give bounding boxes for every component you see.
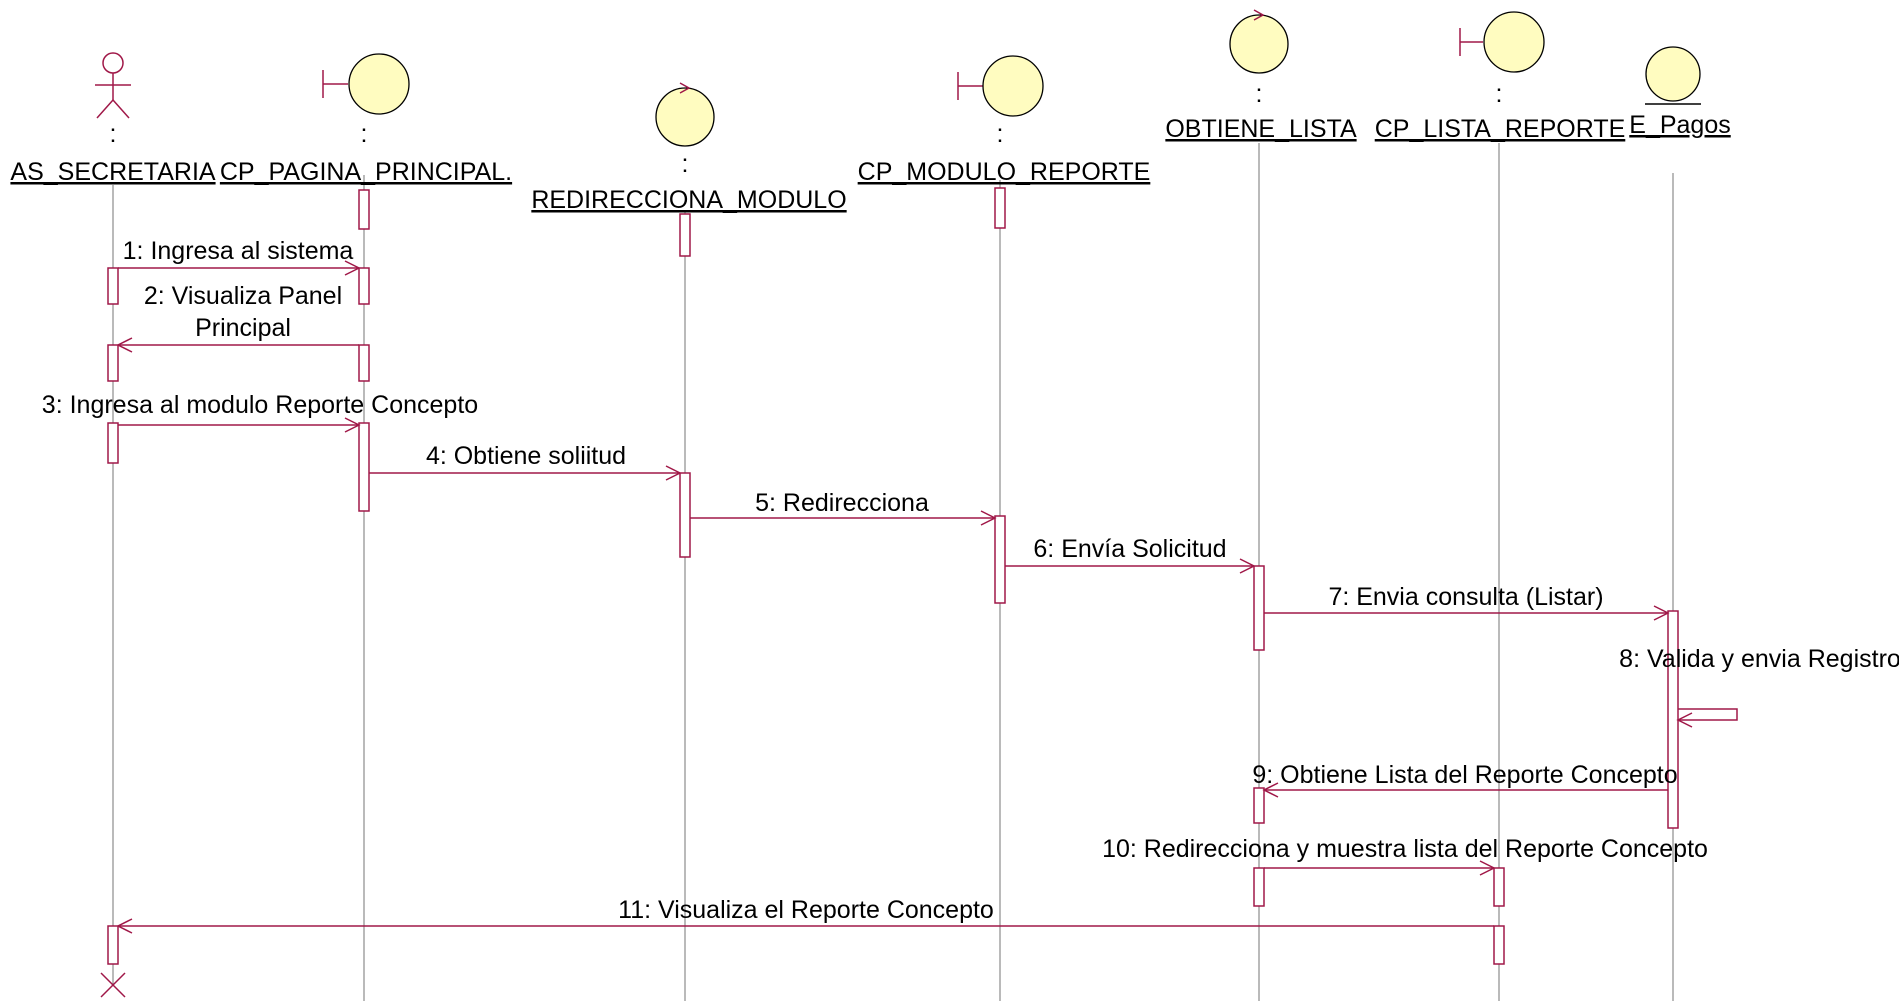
activation-bar bbox=[107, 344, 119, 382]
participant-colon: : bbox=[1496, 80, 1503, 108]
participant-colon: : bbox=[110, 120, 117, 148]
activation-bar bbox=[358, 267, 370, 305]
activation-bar bbox=[994, 187, 1006, 229]
boundary-icon bbox=[1459, 11, 1545, 73]
participant-pagos[interactable]: E_Pagos bbox=[1629, 46, 1731, 139]
destroy-x-icon bbox=[100, 972, 126, 998]
participant-name: CP_PAGINA_PRINCIPAL. bbox=[220, 158, 512, 186]
activation-bar bbox=[107, 267, 119, 305]
participant-name: CP_LISTA_REPORTE bbox=[1375, 115, 1626, 143]
participant-secretaria[interactable]: : AS_SECRETARIA bbox=[10, 52, 216, 186]
message-label: 11: Visualiza el Reporte Concepto bbox=[618, 896, 994, 924]
message-7[interactable]: 7: Envia consulta (Listar) bbox=[1264, 583, 1670, 621]
participant-lista[interactable]: : CP_LISTA_REPORTE bbox=[1375, 11, 1626, 143]
participant-pagina[interactable]: : CP_PAGINA_PRINCIPAL. bbox=[220, 53, 512, 186]
control-icon bbox=[655, 82, 715, 147]
message-label: 10: Redirecciona y muestra lista del Rep… bbox=[1102, 835, 1708, 863]
activation-bar bbox=[1253, 787, 1265, 824]
participant-name: OBTIENE_LISTA bbox=[1165, 115, 1357, 143]
participant-name: REDIRECCIONA_MODULO bbox=[531, 186, 846, 214]
message-5[interactable]: 5: Redirecciona bbox=[690, 489, 997, 526]
participant-redirecciona[interactable]: : REDIRECCIONA_MODULO bbox=[531, 82, 847, 214]
message-label: 7: Envia consulta (Listar) bbox=[1328, 583, 1603, 611]
participant-colon: : bbox=[682, 150, 689, 178]
participant-colon: : bbox=[1256, 80, 1263, 108]
activation-bar bbox=[107, 925, 119, 965]
message-label: 8: Valida y envia Registro bbox=[1619, 645, 1899, 673]
message-1[interactable]: 1: Ingresa al sistema bbox=[118, 237, 361, 276]
message-label-line: Principal bbox=[195, 314, 291, 342]
message-11[interactable]: 11: Visualiza el Reporte Concepto bbox=[116, 896, 1494, 934]
message-8[interactable]: 8: Valida y envia Registro bbox=[1619, 645, 1899, 728]
participant-modulo[interactable]: : CP_MODULO_REPORTE bbox=[858, 55, 1151, 186]
activation-bar bbox=[679, 213, 691, 257]
actor-stick-figure-icon bbox=[95, 52, 131, 119]
participant-name: AS_SECRETARIA bbox=[10, 158, 215, 186]
message-label: 9: Obtiene Lista del Reporte Concepto bbox=[1252, 761, 1677, 789]
participant-obtiene[interactable]: : OBTIENE_LISTA bbox=[1165, 9, 1357, 143]
message-9[interactable]: 9: Obtiene Lista del Reporte Concepto bbox=[1252, 761, 1678, 798]
activation-bar bbox=[679, 472, 691, 558]
activation-bar bbox=[1667, 610, 1679, 829]
message-label: 5: Redirecciona bbox=[755, 489, 929, 517]
message-label: 3: Ingresa al modulo Reporte Concepto bbox=[42, 391, 478, 419]
activation-bar bbox=[1253, 565, 1265, 651]
message-10[interactable]: 10: Redirecciona y muestra lista del Rep… bbox=[1102, 835, 1708, 876]
participant-name: CP_MODULO_REPORTE bbox=[858, 158, 1151, 186]
activation-bar bbox=[994, 515, 1006, 604]
entity-icon bbox=[1645, 46, 1701, 105]
boundary-icon bbox=[957, 55, 1044, 117]
activation-bar bbox=[1493, 925, 1505, 965]
message-4[interactable]: 4: Obtiene soliitud bbox=[369, 442, 682, 481]
message-label-line: 2: Visualiza Panel bbox=[144, 282, 342, 310]
message-label: 1: Ingresa al sistema bbox=[123, 237, 354, 265]
participant-colon: : bbox=[361, 120, 368, 148]
participant-name: E_Pagos bbox=[1629, 111, 1730, 139]
message-label: 6: Envía Solicitud bbox=[1033, 535, 1226, 563]
participant-colon: : bbox=[997, 120, 1004, 148]
activation-bar bbox=[1253, 867, 1265, 907]
activation-bar bbox=[107, 422, 119, 464]
activation-bar bbox=[358, 422, 370, 512]
message-6[interactable]: 6: Envía Solicitud bbox=[1005, 535, 1256, 574]
lifelines bbox=[112, 143, 1674, 1001]
message-3[interactable]: 3: Ingresa al modulo Reporte Concepto bbox=[42, 391, 478, 433]
activation-bar bbox=[358, 344, 370, 382]
activation-bar bbox=[1493, 867, 1505, 907]
control-icon bbox=[1229, 9, 1289, 74]
boundary-icon bbox=[322, 53, 410, 115]
message-label: 4: Obtiene soliitud bbox=[426, 442, 626, 470]
activation-bars bbox=[107, 187, 1679, 965]
activation-bar bbox=[358, 189, 370, 230]
